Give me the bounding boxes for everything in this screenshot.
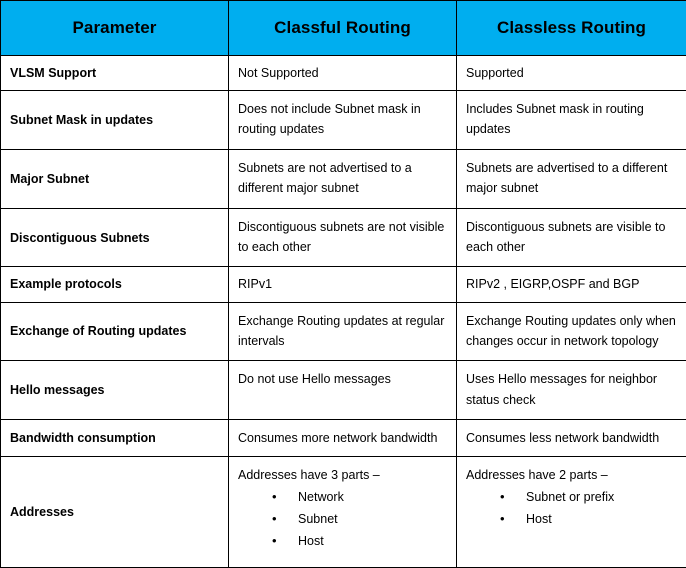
table-row: Bandwidth consumption Consumes more netw… (0, 419, 686, 458)
row-classful-value: RIPv1 (228, 266, 457, 303)
row-classful-value: Exchange Routing updates at regular inte… (228, 301, 457, 362)
table-row: Discontiguous Subnets Discontiguous subn… (0, 207, 686, 268)
row-classless-value: Supported (456, 54, 686, 92)
table-body: VLSM Support Not Supported Supported Sub… (0, 54, 686, 568)
row-classful-value: Subnets are not advertised to a differen… (228, 148, 457, 209)
list-item: Network (272, 487, 447, 508)
addresses-classful-bullet-list: Network Subnet Host (238, 487, 447, 552)
list-item: Subnet or prefix (500, 487, 677, 508)
table-row: Major Subnet Subnets are not advertised … (0, 148, 686, 209)
row-classless-value: RIPv2 , EIGRP,OSPF and BGP (456, 266, 686, 303)
row-parameter-label: Subnet Mask in updates (0, 90, 229, 150)
table-header: Parameter Classful Routing Classless Rou… (0, 0, 686, 56)
row-parameter-label: VLSM Support (0, 54, 229, 92)
row-classful-value: Discontiguous subnets are not visible to… (228, 207, 457, 268)
row-classless-value: Consumes less network bandwidth (456, 419, 686, 458)
row-parameter-label: Discontiguous Subnets (0, 207, 229, 268)
row-classless-value: Discontiguous subnets are visible to eac… (456, 207, 686, 268)
list-item: Host (272, 531, 447, 552)
table-row: VLSM Support Not Supported Supported (0, 54, 686, 92)
addresses-classless-bullet-list: Subnet or prefix Host (466, 487, 677, 530)
addresses-classless-lead: Addresses have 2 parts – (466, 468, 608, 483)
table-row: Subnet Mask in updates Does not include … (0, 90, 686, 150)
list-item: Subnet (272, 509, 447, 530)
row-parameter-label: Hello messages (0, 360, 229, 421)
row-classful-value: Addresses have 3 parts – Network Subnet … (228, 456, 457, 568)
row-parameter-label: Exchange of Routing updates (0, 301, 229, 362)
row-classless-value: Subnets are advertised to a different ma… (456, 148, 686, 209)
row-parameter-label: Example protocols (0, 266, 229, 303)
table-row: Exchange of Routing updates Exchange Rou… (0, 301, 686, 362)
row-classful-value: Does not include Subnet mask in routing … (228, 90, 457, 150)
row-classless-value: Exchange Routing updates only when chang… (456, 301, 686, 362)
row-parameter-label: Bandwidth consumption (0, 419, 229, 458)
table-row-addresses: Addresses Addresses have 3 parts – Netwo… (0, 456, 686, 568)
header-cell-classless: Classless Routing (456, 0, 686, 56)
row-classless-value: Addresses have 2 parts – Subnet or prefi… (456, 456, 686, 568)
header-row: Parameter Classful Routing Classless Rou… (0, 0, 686, 56)
row-classful-value: Consumes more network bandwidth (228, 419, 457, 458)
list-item: Host (500, 509, 677, 530)
header-cell-parameter: Parameter (0, 0, 229, 56)
row-classful-value: Do not use Hello messages (228, 360, 457, 421)
table-row: Example protocols RIPv1 RIPv2 , EIGRP,OS… (0, 266, 686, 303)
row-classful-value: Not Supported (228, 54, 457, 92)
row-parameter-label: Addresses (0, 456, 229, 568)
row-classless-value: Uses Hello messages for neighbor status … (456, 360, 686, 421)
row-parameter-label: Major Subnet (0, 148, 229, 209)
table-row: Hello messages Do not use Hello messages… (0, 360, 686, 421)
row-classless-value: Includes Subnet mask in routing updates (456, 90, 686, 150)
addresses-classful-lead: Addresses have 3 parts – (238, 468, 380, 483)
header-cell-classful: Classful Routing (228, 0, 457, 56)
